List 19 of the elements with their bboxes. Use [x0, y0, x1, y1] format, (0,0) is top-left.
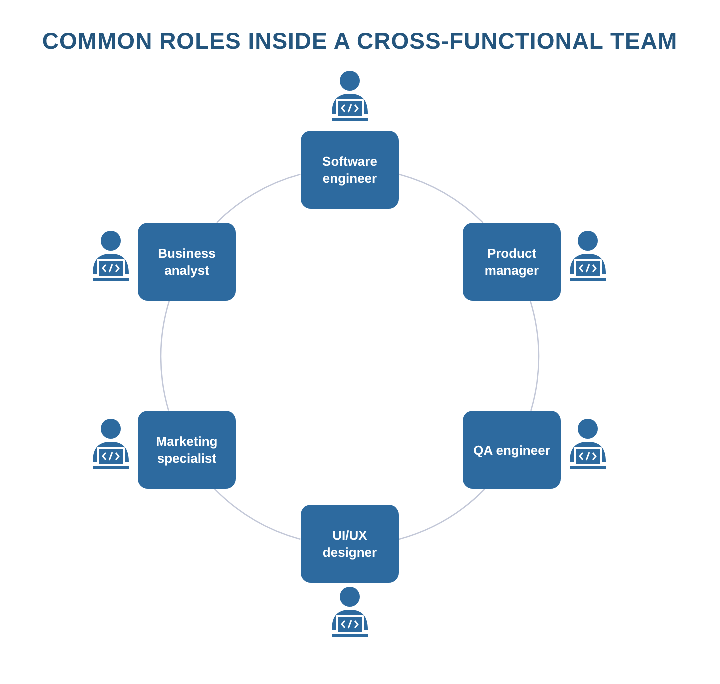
role-box — [301, 131, 399, 209]
role-label: UI/UX designer — [322, 527, 378, 561]
diagram-title: COMMON ROLES INSIDE A CROSS-FUNCTIONAL TEAM — [41, 27, 679, 56]
connector-arc — [214, 488, 301, 540]
role-label: Marketing specialist — [155, 433, 219, 467]
connector-arc — [160, 301, 170, 411]
role-box — [138, 223, 236, 301]
role-box — [138, 411, 236, 489]
role-box — [463, 223, 561, 301]
connector-arc — [399, 174, 484, 224]
role-label: QA engineer — [474, 442, 550, 458]
connector-arc — [399, 488, 486, 540]
connector-arc — [216, 174, 301, 224]
role-label: Software engineer — [322, 153, 378, 187]
role-box — [301, 505, 399, 583]
role-box — [463, 411, 561, 489]
role-label: Business analyst — [157, 245, 217, 279]
role-label: Product manager — [484, 245, 540, 279]
connector-arc — [530, 300, 540, 412]
